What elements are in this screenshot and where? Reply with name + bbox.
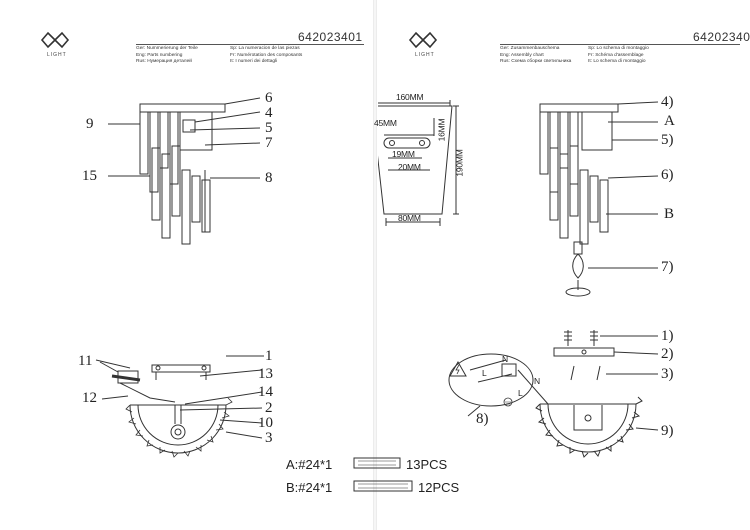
- wire-label: L: [518, 388, 523, 398]
- logo-text: LIGHT: [47, 52, 67, 58]
- part-label: 1): [661, 328, 674, 344]
- legend-col2: Sp: La numeracion de las piezas Fr: Numé…: [230, 46, 302, 66]
- dimension-slot-wide: 20MM: [398, 162, 421, 172]
- part-label: 6): [661, 167, 674, 183]
- part-label: 5: [265, 120, 273, 136]
- part-label: 7): [661, 259, 674, 275]
- crystal-a-icon: [353, 457, 401, 469]
- legend-line: It: I numeri dei dettagli: [230, 59, 278, 65]
- dimension-height: 190MM: [454, 149, 465, 177]
- part-label: 8: [265, 170, 273, 186]
- page-fold: [373, 0, 377, 530]
- part-label: 8): [476, 411, 489, 427]
- part-label: B: [664, 206, 675, 222]
- legend-col1: Ger: Zusammenbauschema Eng: Assembly cha…: [500, 46, 571, 66]
- part-label: 13: [258, 366, 273, 382]
- dimension-base: 80MM: [398, 213, 421, 223]
- left-page: LIGHT 642023401 Ger: Nummerierung der Te…: [0, 0, 372, 530]
- crystal-a-label: A:#24*1: [286, 457, 333, 472]
- wire-label: L: [482, 368, 487, 378]
- part-label: 3): [661, 366, 674, 382]
- logo-text: LIGHT: [415, 52, 435, 58]
- part-label: 7: [265, 135, 273, 151]
- part-label: 15: [82, 168, 97, 184]
- product-code: 642023401: [693, 30, 750, 44]
- dimension-width: 160MM: [396, 92, 424, 102]
- part-label: 4: [265, 105, 273, 121]
- legend-line: Eng: Parts numbering: [136, 52, 183, 58]
- part-label: 1: [265, 348, 273, 364]
- legend-line: Rus: Схема сборки светильника: [500, 59, 572, 65]
- product-code: 642023401: [298, 30, 363, 44]
- legend-col2: Sp: Lo schema di montaggio Fr: Schéma d'…: [588, 46, 649, 66]
- legend-line: Fr: Schéma d'assemblage: [588, 52, 644, 58]
- part-label: 12: [82, 390, 97, 406]
- mw-logo-icon: [408, 31, 438, 49]
- crystal-b-label: B:#24*1: [286, 480, 333, 495]
- part-label: 11: [78, 353, 93, 369]
- legend-line: Sp: La numeracion de las piezas: [230, 46, 300, 51]
- part-label: 4): [661, 94, 674, 110]
- legend-line: Ger: Zusammenbauschema: [500, 46, 560, 51]
- ground-icon: [503, 397, 513, 407]
- legend-line: Rus: Нумерация деталей: [136, 59, 192, 65]
- header-rule: [500, 44, 740, 45]
- legend-line: Sp: Lo schema di montaggio: [588, 46, 649, 51]
- wire-label: N: [502, 354, 508, 364]
- part-label: 9: [86, 116, 94, 132]
- part-label: 9): [661, 423, 674, 439]
- exploded-view-drawing: [95, 97, 264, 458]
- crystal-b-count: 12PCS: [418, 480, 460, 495]
- legend-line: Fr: Numérotation des composants: [230, 52, 303, 58]
- header-rule: [136, 44, 364, 45]
- dimension-slot: 19MM: [392, 149, 415, 159]
- part-label: 14: [258, 384, 273, 400]
- legend-line: Eng: Assembly chart: [500, 52, 544, 58]
- part-label: 6: [265, 90, 273, 106]
- legend-col1: Ger: Nummerierung der Teile Eng: Parts n…: [136, 46, 198, 66]
- right-page: LIGHT 642023401 Ger: Zusammenbauschema E…: [374, 0, 750, 530]
- wire-label: N: [534, 376, 540, 386]
- part-label: A: [664, 113, 675, 129]
- part-label: 5): [661, 132, 674, 148]
- legend-line: It: Lo schema di montaggio: [588, 59, 646, 65]
- mw-logo-icon: [40, 31, 70, 49]
- dimension-height-small: 16MM: [436, 118, 447, 142]
- dimension-spacing: 45MM: [374, 118, 397, 128]
- electric-warning-icon: [449, 360, 467, 377]
- part-label: 10: [258, 415, 273, 431]
- part-label: 2): [661, 346, 674, 362]
- part-label: 3: [265, 430, 273, 446]
- crystal-a-count: 13PCS: [406, 457, 448, 472]
- crystal-b-icon: [353, 480, 413, 492]
- part-label: 2: [265, 400, 273, 416]
- assembly-drawing: [378, 100, 659, 458]
- legend-line: Ger: Nummerierung der Teile: [136, 46, 198, 51]
